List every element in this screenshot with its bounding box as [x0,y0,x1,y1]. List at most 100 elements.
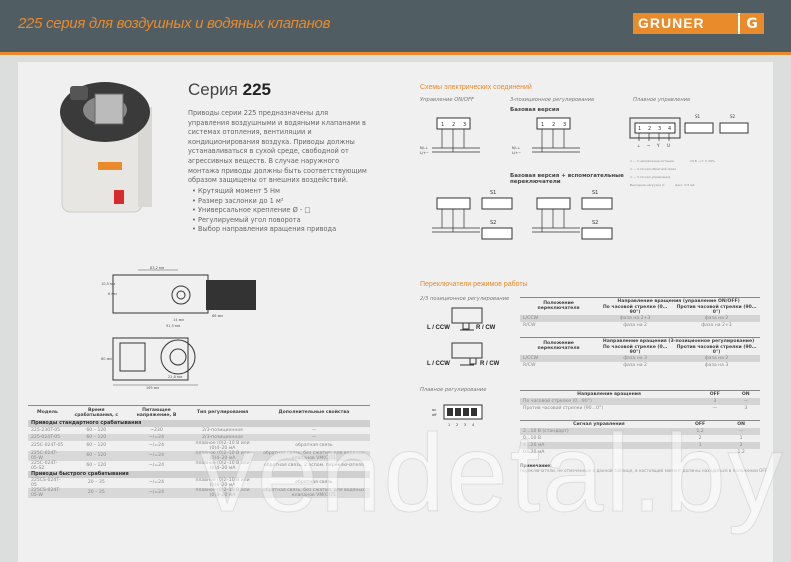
svg-text:1: 1 [638,126,641,132]
three-pos-label: 3-позиционное регулирование [510,97,595,103]
svg-text:1: 1 [448,423,450,427]
column-header: Против часовой стрелки (90…0°) [676,344,757,355]
table-cell: 1 [739,435,743,441]
table-cell: L/CCW [520,314,598,322]
table-cell: 1,2 [677,427,723,435]
svg-text:U: U [667,143,670,148]
svg-text:S2: S2 [490,220,496,226]
svg-text:N/-⊥: N/-⊥ [420,146,428,150]
rcw-label: R / CW [480,361,500,367]
table-cell: 225-024T-05 [28,433,67,441]
svg-text:1 — 4 сигнал обратной связи: 1 — 4 сигнал обратной связи [630,167,676,171]
table-cell: 3 [698,397,732,405]
svg-text:S2: S2 [730,114,736,119]
column-header: Время срабатывания, с [74,407,119,418]
table-cell: ~/=24 [125,450,188,461]
column-header: Направление вращения (управление ON/OFF) [617,298,740,304]
table-cell: — [257,433,370,441]
group-header: Приводы быстрого срабатывания [28,470,370,478]
modulating-switch-label: Плавное регулирование [420,387,487,393]
table-row: Положение переключателя Направление враще… [520,338,760,352]
feature-list: Крутящий момент 5 Нм Размер заслонки до … [192,187,336,235]
header-bar: 225 серия для воздушных и водяных клапан… [0,0,791,52]
column-header: По часовой стрелке (0…90°) [602,344,668,355]
table-cell: 2/3-позиционное [187,433,258,441]
table-row: Приводы быстрого срабатывания [28,470,370,478]
feature-item: Выбор направления вращения привода [192,225,336,235]
base-aux-label: Базовая версия + вспомогательные переклю… [510,173,624,185]
table-cell: обратная связь, 2 вспом. переключателя [263,463,364,468]
column-header: Направление вращения (3-позиционное регу… [602,338,755,344]
svg-text:2: 2 [456,423,458,427]
table-cell: — [311,427,317,433]
table-cell: 225C-024T-05 [31,443,64,448]
svg-text:макс. 0,5 мА: макс. 0,5 мА [675,183,695,187]
svg-text:2: 2 [648,126,651,132]
table-row: По часовой стрелке (0…90°) Против часовой… [520,345,760,355]
rcw-label: R / CW [476,325,496,331]
table-cell: 60 – 120 [66,433,126,441]
table-cell: 225C-024T-05-W [28,450,67,461]
table-cell: R/CW [523,322,536,328]
three-pos-direction-table: Положение переключателя Направление враще… [520,337,760,369]
column-header: OFF [709,391,720,397]
svg-text:165 мм: 165 мм [146,386,159,390]
onoff-label: Управление ON/OFF [420,97,474,103]
lccw-label: L / CCW [427,361,450,367]
svg-text:L/+~: L/+~ [512,151,521,155]
table-row: Приводы стандартного срабатывания [28,419,370,427]
table-cell: 20 – 35 [66,487,126,498]
series-title: Серия 225 [188,80,271,99]
table-cell: 60 – 120 [86,463,107,468]
table-cell: плавное (0)2–10 В или (0)4–20 мА [187,450,258,461]
svg-text:6 мм: 6 мм [108,292,117,296]
svg-text:1: 1 [541,122,544,128]
table-cell: фаза на 3 [704,362,729,368]
column-header: Питающее напряжение, В [136,407,177,418]
column-header: Положение переключателя [537,341,580,352]
table-cell: 1 [677,441,723,449]
svg-text:on: on [432,408,436,412]
table-cell: 60 – 120 [66,450,126,461]
table-cell: 0…20 мА [523,449,545,455]
svg-text:91,5 мм: 91,5 мм [166,324,181,328]
svg-text:2: 2 [552,122,555,128]
column-header: Сигнал управления [573,421,625,427]
watermark: vendetal.by [200,412,785,536]
table-cell: плавное (0)2–10 В или (0)4–20 мА [195,477,250,488]
column-header: ON [741,391,750,397]
table-cell: — [731,397,760,405]
table-cell: обратная связь, без сжатия, для водяных … [257,487,370,498]
table-cell: ~/=24 [125,433,188,441]
table-cell: ~/=24 [125,487,188,498]
svg-text:4: 4 [472,423,475,427]
table-cell: плавное (0)2–10 В или (0)4–20 мА [187,487,258,498]
column-header: ON [737,421,745,427]
feature-item: Размер заслонки до 1 м² [192,197,336,207]
feature-item: Универсальное крепление Ø - □ [192,206,336,216]
table-cell: ~230 [150,427,163,433]
svg-text:14 мм: 14 мм [173,318,184,322]
table-cell: Против часовой стрелки (90…0°) [523,405,604,411]
svg-text:S1: S1 [592,190,598,196]
svg-text:3: 3 [463,122,466,128]
table-cell: L/CCW [520,354,598,362]
table-cell: обратная связь [295,480,333,485]
dimension-drawing: 83,2 мм 14 мм 91,5 мм 10,5 мм 6 мм 66 мм… [101,266,256,390]
table-cell: ~/=24 [148,463,164,468]
svg-text:~: ~ [647,143,650,148]
